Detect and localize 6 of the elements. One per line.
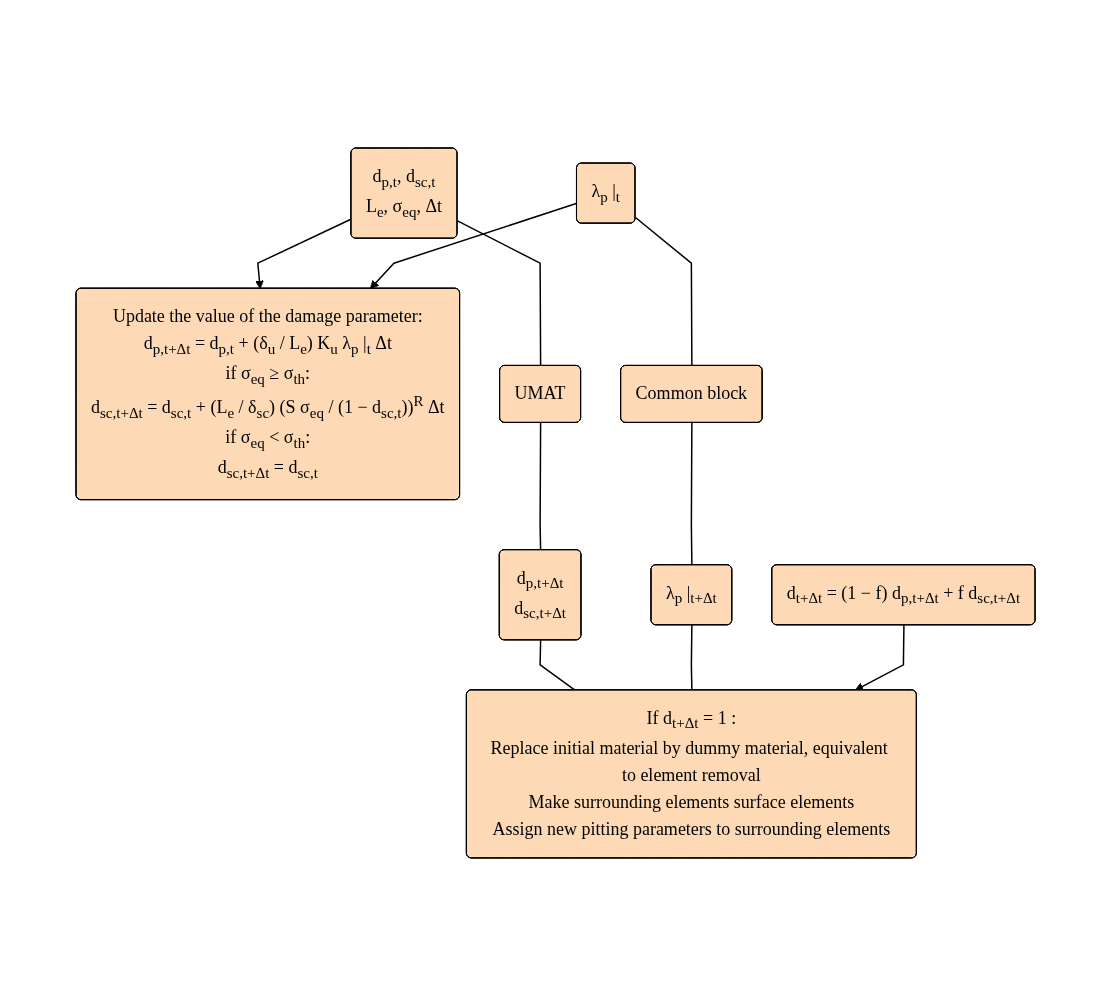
connector xyxy=(539,422,542,551)
arrow xyxy=(854,624,905,691)
connector xyxy=(456,220,542,367)
connector xyxy=(690,422,693,566)
arrow xyxy=(369,202,578,290)
connector xyxy=(634,216,693,367)
